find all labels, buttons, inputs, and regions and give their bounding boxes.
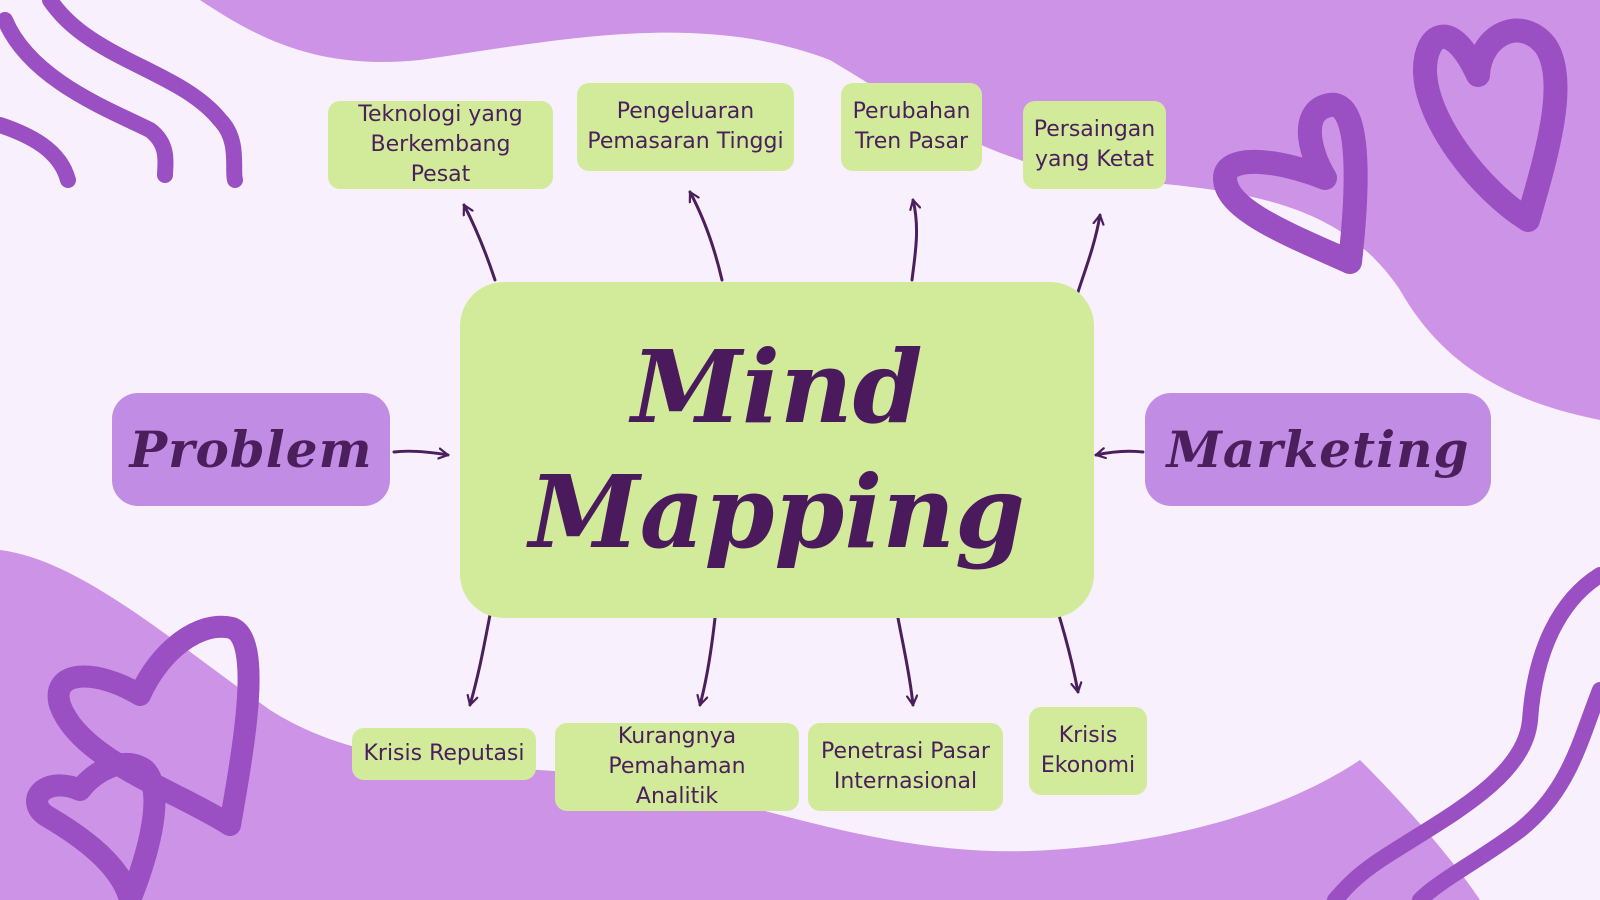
leaf-node-perubahan: Perubahan Tren Pasar xyxy=(841,83,982,171)
central-topic-line-2: Mapping xyxy=(529,453,1025,571)
leaf-kurangnya-line-2: Pemahaman Analitik xyxy=(608,754,746,809)
top-left-squiggles xyxy=(0,0,243,188)
bottom-blob xyxy=(0,550,1480,900)
leaf-penetrasi-line-1: Penetrasi Pasar xyxy=(821,739,990,765)
leaf-node-krisis-ekonomi: Krisis Ekonomi xyxy=(1029,707,1147,795)
top-blob xyxy=(200,0,1600,420)
leaf-teknologi-line-2: Berkembang Pesat xyxy=(370,132,511,187)
problem-label: Problem xyxy=(129,420,373,479)
heart-doodles-bottom-left xyxy=(26,615,260,900)
leaf-node-persaingan: Persaingan yang Ketat xyxy=(1023,101,1166,189)
heart-doodles-top-right xyxy=(1213,18,1568,274)
leaf-pengeluaran-line-1: Pengeluaran xyxy=(616,99,755,125)
leaf-node-krisis-reputasi: Krisis Reputasi xyxy=(352,728,536,780)
leaf-teknologi-line-1: Teknologi yang xyxy=(358,102,523,128)
bottom-right-squiggles xyxy=(1327,567,1600,900)
central-topic-node: Mind Mapping xyxy=(460,282,1094,618)
leaf-persaingan-line-2: yang Ketat xyxy=(1034,147,1154,172)
leaf-krisis-ekonomi-line-2: Ekonomi xyxy=(1040,753,1136,778)
leaf-node-kurangnya: Kurangnya Pemahaman Analitik xyxy=(555,723,799,811)
leaf-persaingan-line-1: Persaingan xyxy=(1033,117,1156,143)
leaf-node-teknologi: Teknologi yang Berkembang Pesat xyxy=(328,101,553,189)
leaf-penetrasi-line-2: Internasional xyxy=(833,769,978,794)
leaf-kurangnya-line-1: Kurangnya xyxy=(617,724,737,750)
marketing-label: Marketing xyxy=(1166,420,1470,479)
leaf-krisis-ekonomi-line-1: Krisis xyxy=(1058,723,1118,749)
leaf-pengeluaran-line-2: Pemasaran Tinggi xyxy=(587,129,784,154)
leaf-node-penetrasi: Penetrasi Pasar Internasional xyxy=(808,723,1003,811)
problem-node: Problem xyxy=(112,393,390,506)
marketing-node: Marketing xyxy=(1145,393,1491,506)
leaf-perubahan-line-2: Tren Pasar xyxy=(855,129,968,154)
central-topic-line-1: Mind xyxy=(631,328,923,446)
leaf-node-pengeluaran: Pengeluaran Pemasaran Tinggi xyxy=(577,83,794,171)
leaf-krisis-reputasi-label: Krisis Reputasi xyxy=(363,741,525,767)
leaf-perubahan-line-1: Perubahan xyxy=(852,99,971,125)
